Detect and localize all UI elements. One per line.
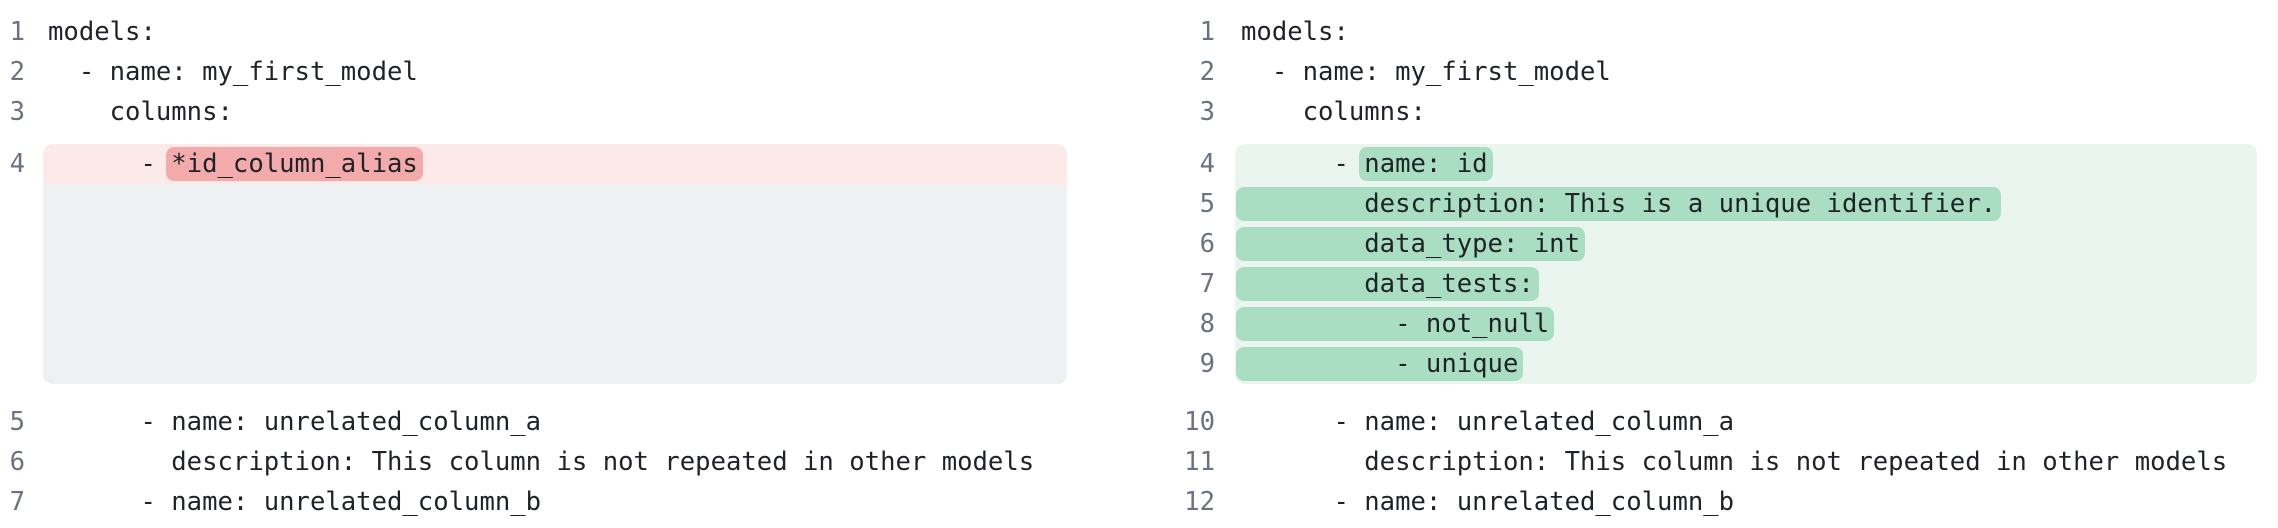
code-text: - name: my_first_model <box>1241 57 1611 87</box>
code-text: - name: unrelated_column_b <box>1241 487 1735 517</box>
diff-line: 7 - name: unrelated_column_b <box>0 482 1139 522</box>
added-line: 8 - not_null <box>1139 304 2278 344</box>
code-text: data_type: int <box>1235 224 2257 264</box>
removed-lines-block: 4 - *id_column_alias <box>0 144 1139 384</box>
diff-line: 5 - name: unrelated_column_a <box>0 402 1139 442</box>
diff-line: 1 models: <box>1139 12 2278 52</box>
removed-line: 4 - *id_column_alias <box>0 144 1139 184</box>
line-number: 5 <box>1199 189 1215 219</box>
addition-chip: data_tests: <box>1236 267 1539 301</box>
diff-line: 11 description: This column is not repea… <box>1139 442 2278 482</box>
code-text: models: <box>1241 17 1349 47</box>
code-text: models: <box>48 17 156 47</box>
diff-line: 1 models: <box>0 12 1139 52</box>
code-text: - name: unrelated_column_a <box>1241 407 1735 437</box>
collapsed-region-spacer <box>0 184 1139 384</box>
addition-chip: data_type: int <box>1236 227 1585 261</box>
code-text: - name: my_first_model <box>48 57 418 87</box>
code-text: - name: unrelated_column_b <box>48 487 542 517</box>
line-number: 4 <box>9 149 25 179</box>
line-number: 3 <box>1199 97 1215 127</box>
added-line: 4 - name: id <box>1139 144 2278 184</box>
line-number: 1 <box>9 17 25 47</box>
line-number: 6 <box>9 447 25 477</box>
addition-chip: - unique <box>1236 347 1524 381</box>
line-number: 6 <box>1199 229 1215 259</box>
diff-line: 3 columns: <box>1139 92 2278 132</box>
code-unchanged-part: - <box>1241 149 1365 179</box>
code-text: columns: <box>1241 97 1426 127</box>
code-text: - name: id <box>1235 144 2257 184</box>
line-number: 12 <box>1184 487 1215 517</box>
code-text: description: This column is not repeated… <box>48 447 1035 477</box>
diff-line: 2 - name: my_first_model <box>1139 52 2278 92</box>
line-number: 4 <box>1199 149 1215 179</box>
line-number: 7 <box>9 487 25 517</box>
line-number: 2 <box>9 57 25 87</box>
line-number: 9 <box>1199 349 1215 379</box>
addition-chip: name: id <box>1359 147 1493 181</box>
added-line: 9 - unique <box>1139 344 2278 384</box>
addition-chip: - not_null <box>1236 307 1555 341</box>
code-text: description: This is a unique identifier… <box>1235 184 2257 224</box>
line-number: 8 <box>1199 309 1215 339</box>
diff-line: 2 - name: my_first_model <box>0 52 1139 92</box>
line-number: 10 <box>1184 407 1215 437</box>
code-text: - unique <box>1235 344 2257 384</box>
line-number: 1 <box>1199 17 1215 47</box>
diff-line: 12 - name: unrelated_column_b <box>1139 482 2278 522</box>
code-text: data_tests: <box>1235 264 2257 304</box>
code-text: columns: <box>48 97 233 127</box>
diff-line: 6 description: This column is not repeat… <box>0 442 1139 482</box>
code-text: - name: unrelated_column_a <box>48 407 542 437</box>
line-number: 3 <box>9 97 25 127</box>
collapsed-region-gray-box <box>43 184 1067 384</box>
diff-line: 10 - name: unrelated_column_a <box>1139 402 2278 442</box>
addition-chip: description: This is a unique identifier… <box>1236 187 2002 221</box>
code-unchanged-part: - <box>48 149 172 179</box>
code-text: - *id_column_alias <box>43 144 1067 184</box>
line-number: 11 <box>1184 447 1215 477</box>
added-line: 7 data_tests: <box>1139 264 2278 304</box>
code-text: - not_null <box>1235 304 2257 344</box>
deletion-chip: *id_column_alias <box>166 147 423 181</box>
added-line: 5 description: This is a unique identifi… <box>1139 184 2278 224</box>
spacer-gutter <box>0 184 25 384</box>
line-number: 5 <box>9 407 25 437</box>
diff-line: 3 columns: <box>0 92 1139 132</box>
added-line: 6 data_type: int <box>1139 224 2278 264</box>
line-number: 7 <box>1199 269 1215 299</box>
code-text: description: This column is not repeated… <box>1241 447 2228 477</box>
line-number: 2 <box>1199 57 1215 87</box>
